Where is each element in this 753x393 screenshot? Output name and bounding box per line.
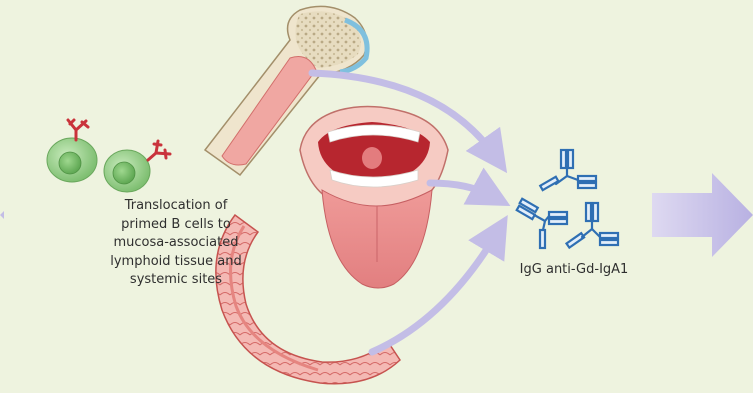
- b-cell-icon: [47, 138, 150, 192]
- caption-line: mucosa-associated: [110, 234, 242, 253]
- caption-line: lymphoid tissue and: [110, 253, 242, 272]
- igg-antibody-label: IgG anti-Gd-IgA1: [520, 262, 629, 278]
- caption-line: Translocation of: [110, 197, 242, 216]
- b-cell-translocation-label: Translocation of primed B cells to mucos…: [110, 197, 242, 290]
- mouth-to-igg-arrow: [430, 183, 492, 196]
- outgoing-arrow: [652, 173, 753, 257]
- igg-antibody-icon: [517, 150, 618, 248]
- incoming-arrow-tip: [0, 211, 4, 219]
- caption-line: primed B cells to: [110, 216, 242, 235]
- iga-antibody-icon: [148, 141, 170, 160]
- tonsils-mouth-icon: [300, 106, 448, 288]
- caption-line: systemic sites: [110, 271, 242, 290]
- iga-antibody-icon: [68, 120, 88, 140]
